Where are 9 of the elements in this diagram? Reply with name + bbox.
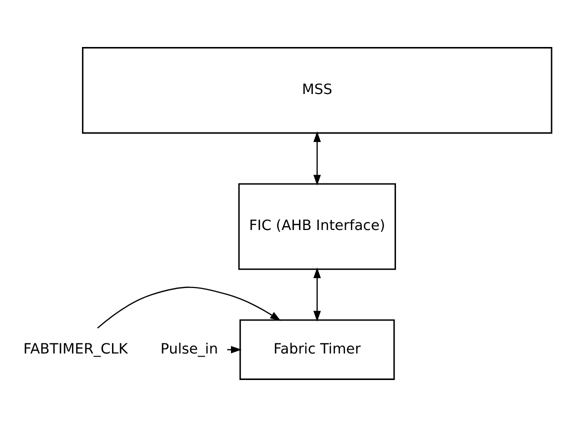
node-text: FABTIMER_CLK [23,341,128,358]
node-box: FIC (AHB Interface) [238,183,396,270]
node-box: Fabric Timer [239,319,395,380]
arrow [313,131,321,186]
arrow [97,286,281,329]
node-box: MSS [82,47,552,134]
node-text: Pulse_in [160,341,218,358]
arrow [227,346,242,354]
arrow [313,267,321,322]
